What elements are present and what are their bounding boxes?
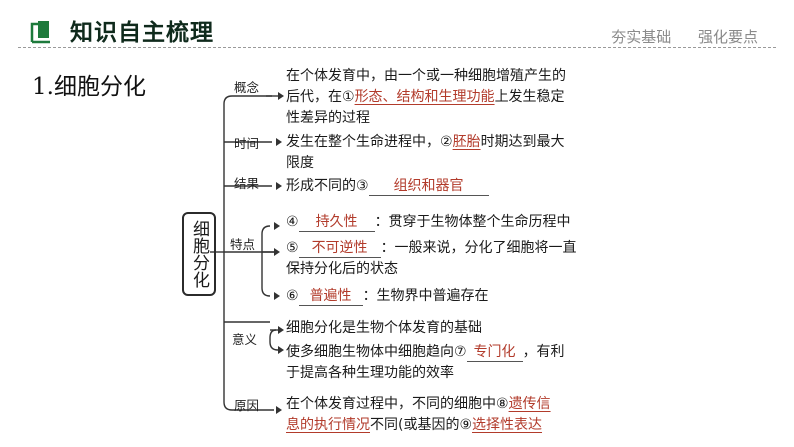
- header-tag-key-points: 强化要点: [697, 28, 758, 46]
- answer-6: 普遍性: [298, 287, 363, 306]
- header-tags: 夯实基础 强化要点: [599, 26, 758, 47]
- label-result: 结果: [234, 176, 260, 191]
- header-bar: 知识自主梳理 夯实基础 强化要点: [0, 0, 794, 56]
- header-divider: [18, 47, 776, 48]
- answer-5: 不可逆性: [298, 239, 381, 258]
- time-line-2: 限度: [286, 155, 314, 171]
- cause-text: 在个体发育过程中，不同的细胞中⑧遗传信 息的执行情况不同(或基因的⑨选择性表达: [286, 396, 551, 433]
- concept-text: 在个体发育中，由一个或一种细胞增殖产生的 后代，在①形态、结构和生理功能上发生稳…: [286, 66, 566, 129]
- concept-line-1: 在个体发育中，由一个或一种细胞增殖产生的: [286, 68, 566, 84]
- significance-line-1: 细胞分化是生物个体发育的基础: [286, 320, 482, 336]
- concept-line-3: 性差异的过程: [286, 110, 370, 126]
- label-cause: 原因: [234, 398, 260, 413]
- book-corner-icon: [30, 21, 50, 44]
- answer-8: 遗传信: [508, 396, 551, 412]
- center-topic-box: 细胞分化: [182, 212, 216, 296]
- answer-1: 形态、结构和生理功能: [354, 89, 495, 105]
- page-title: 知识自主梳理: [70, 20, 214, 46]
- concept-line-2: 后代，在①形态、结构和生理功能上发生稳定: [286, 89, 565, 105]
- answer-8-cont: 息的执行情况: [286, 417, 370, 433]
- section-title: 1.细胞分化: [32, 74, 146, 100]
- label-features: 特点: [230, 237, 256, 252]
- time-line-1: 发生在整个生命进程中，②胚胎时期达到最大: [286, 134, 565, 150]
- significance-line-3: 于提高各种生理功能的效率: [286, 365, 454, 381]
- feature-item-2-line-2: 保持分化后的状态: [286, 261, 398, 277]
- answer-4: 持久性: [298, 213, 375, 232]
- label-concept: 概念: [234, 80, 260, 95]
- answer-7: 专门化: [466, 343, 523, 362]
- answer-9: 选择性表达: [472, 417, 543, 433]
- header-tag-basics: 夯实基础: [611, 28, 672, 46]
- label-time: 时间: [234, 136, 260, 151]
- label-significance: 意义: [232, 332, 258, 347]
- answer-2: 胚胎: [452, 134, 481, 150]
- answer-3: 组织和器官: [368, 177, 489, 196]
- time-text: 发生在整个生命进程中，②胚胎时期达到最大 限度: [286, 132, 565, 174]
